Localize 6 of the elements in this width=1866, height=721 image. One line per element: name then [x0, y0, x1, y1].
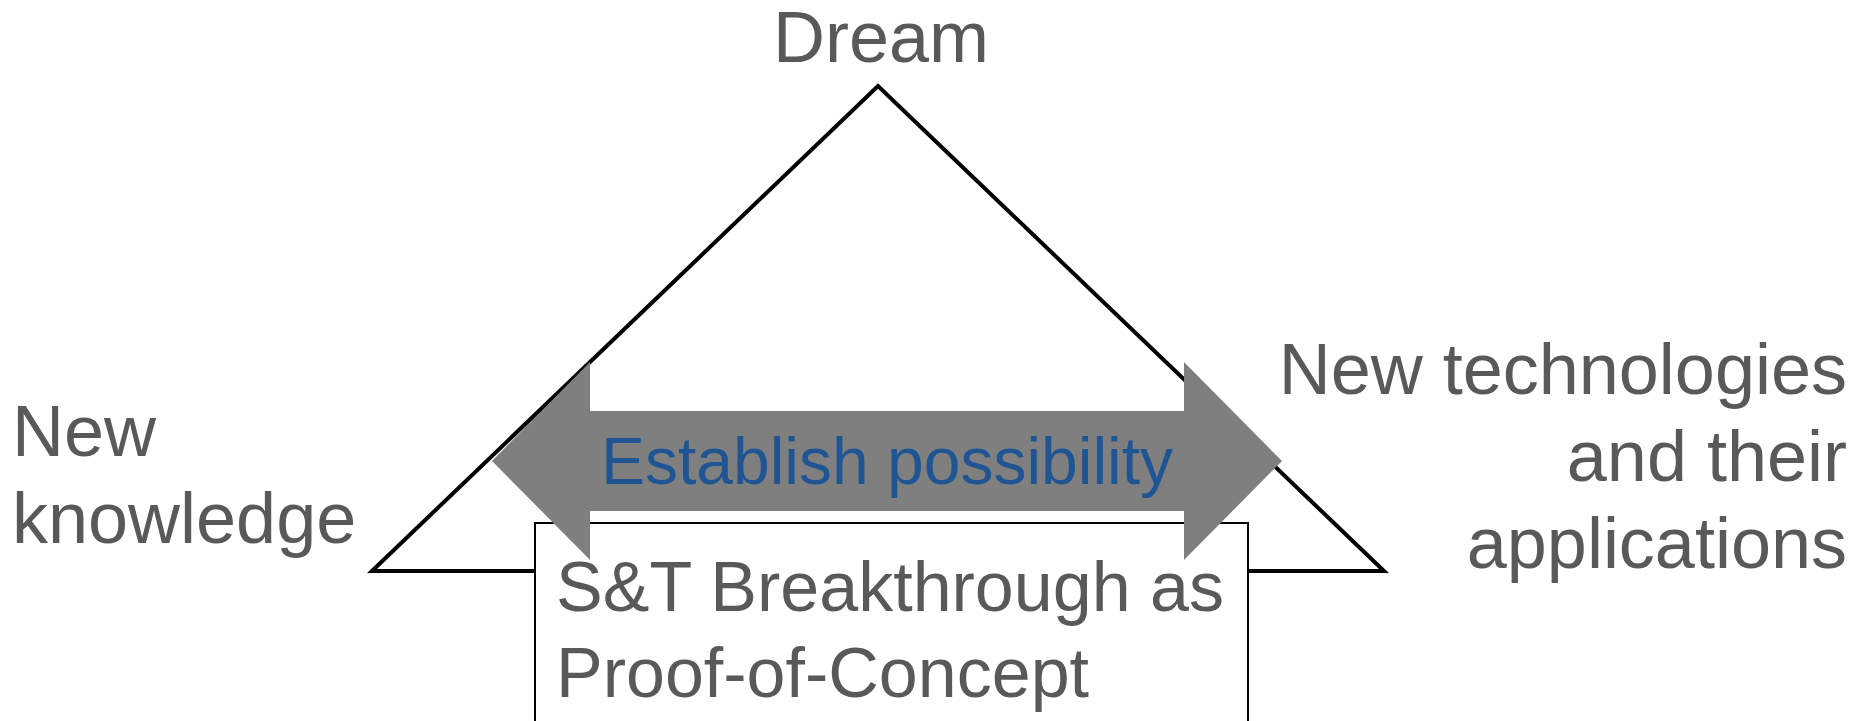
corner-label: New technologies and their applications — [1277, 328, 1847, 585]
corner-label: New knowledge — [12, 390, 358, 560]
box-text: S&T Breakthrough as Proof-of-Concept — [556, 547, 1225, 714]
apex-label: Dream — [771, 0, 990, 79]
arrow-label: Establish possibility — [599, 423, 1175, 500]
text-box — [534, 522, 1249, 721]
